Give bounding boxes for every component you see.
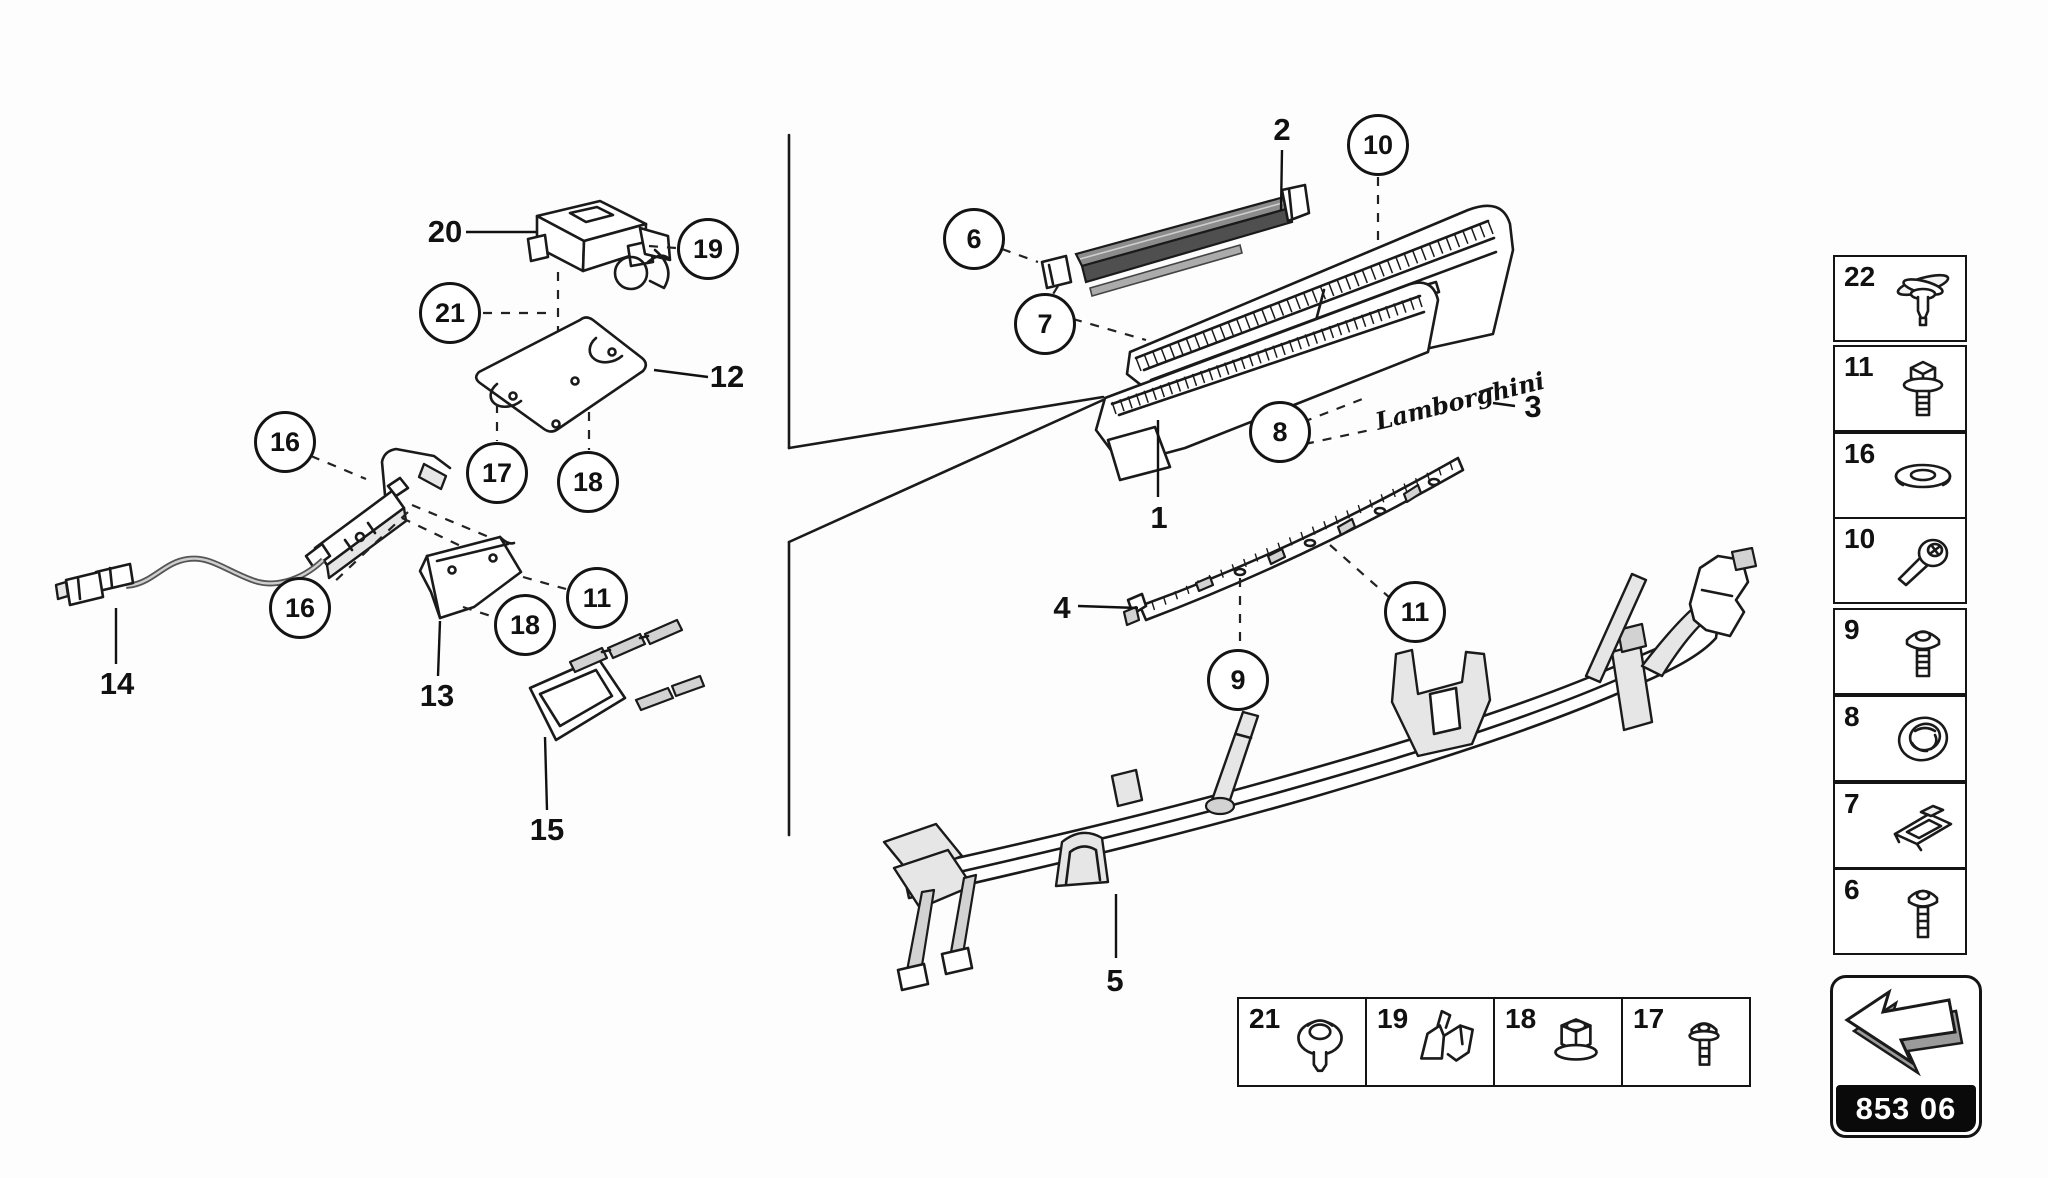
plug-grommet-icon (1297, 1019, 1343, 1073)
fastener-num: 11 (1844, 351, 1874, 382)
callout-9[interactable]: 9 (1207, 649, 1269, 711)
fastener-num: 18 (1505, 1003, 1537, 1034)
back-arrow-3d-icon (1844, 988, 1964, 1077)
fastener-box-17[interactable]: 17 (1623, 999, 1749, 1085)
label-2[interactable]: 2 (1273, 112, 1291, 147)
callout-19[interactable]: 19 (677, 218, 739, 280)
support-rail-part5 (882, 546, 1758, 992)
callout-18b[interactable]: 18 (494, 594, 556, 656)
page-code: 853 06 (1855, 1090, 1957, 1126)
leader-2 (1279, 149, 1284, 212)
fastener-num: 17 (1633, 1003, 1665, 1034)
mounting-plate-part12 (474, 316, 648, 433)
label-13[interactable]: 13 (419, 678, 455, 713)
fastener-num: 8 (1844, 701, 1860, 732)
fastener-num: 6 (1844, 874, 1860, 905)
page-nav-box[interactable]: 853 06 (1830, 975, 1982, 1138)
antenna-module-part20 (526, 199, 655, 273)
label-5[interactable]: 5 (1106, 963, 1124, 998)
fastener-box-16[interactable]: 16 (1833, 432, 1967, 519)
fastener-num: 22 (1844, 261, 1876, 292)
expander-rivet-icon (1896, 273, 1950, 326)
round-head-screw-icon (1907, 889, 1939, 938)
label-12[interactable]: 12 (709, 359, 745, 394)
hex-flange-bolt-icon (1902, 360, 1944, 416)
rear-panel-part10 (1125, 204, 1515, 402)
label-4[interactable]: 4 (1053, 590, 1071, 625)
leader-12 (653, 368, 709, 379)
fastener-num: 21 (1249, 1003, 1281, 1034)
sealing-strip-part2 (1074, 183, 1311, 297)
label-1[interactable]: 1 (1150, 500, 1168, 535)
label-15[interactable]: 15 (529, 812, 565, 847)
dash-11a (1329, 544, 1391, 599)
dash-8b (1304, 427, 1376, 446)
fastener-num: 19 (1377, 1003, 1409, 1034)
callout-16a[interactable]: 16 (254, 411, 316, 473)
clip-plate-icon (1893, 804, 1953, 851)
strip-end-clip (1040, 254, 1073, 290)
callout-11a[interactable]: 11 (1384, 581, 1446, 643)
svg-text:Lamborghini: Lamborghini (1371, 366, 1547, 436)
dash-amp-bracket1 (411, 503, 497, 542)
fastener-box-6[interactable]: 6 (1833, 868, 1967, 955)
dash-7a (1049, 285, 1059, 300)
fastener-box-22[interactable]: 22 (1833, 255, 1967, 342)
callout-7[interactable]: 7 (1014, 293, 1076, 355)
fastener-box-8[interactable]: 8 (1833, 695, 1967, 782)
leader-15 (543, 736, 549, 811)
leader-3 (1492, 401, 1516, 408)
fastener-num: 9 (1844, 614, 1860, 645)
washer-icon (1894, 463, 1952, 488)
fastener-box-10[interactable]: 10 (1833, 517, 1967, 604)
callout-16b[interactable]: 16 (269, 577, 331, 639)
fastener-box-7[interactable]: 7 (1833, 782, 1967, 869)
round-head-screw-icon (1688, 1022, 1720, 1066)
antenna-part15 (528, 618, 706, 742)
callout-6[interactable]: 6 (943, 208, 1005, 270)
shoulder-screw-icon (1897, 538, 1949, 586)
dash-18b (462, 605, 495, 619)
dash-16a (310, 454, 367, 481)
detail-divider (787, 133, 1105, 837)
page-code-band: 853 06 (1836, 1085, 1976, 1132)
callout-10[interactable]: 10 (1347, 114, 1409, 176)
fastener-box-19[interactable]: 19 (1367, 999, 1495, 1085)
amplifier-bracket-part13 (418, 535, 523, 620)
fastener-num: 16 (1844, 438, 1876, 469)
grommet-icon (1897, 716, 1949, 761)
fastener-box-18[interactable]: 18 (1495, 999, 1623, 1085)
fastener-box-11[interactable]: 11 (1833, 345, 1967, 432)
dash-8a (1302, 396, 1366, 424)
callout-17[interactable]: 17 (466, 442, 528, 504)
fastener-num: 10 (1844, 523, 1876, 554)
label-20[interactable]: 20 (427, 214, 463, 249)
fastener-row: 21 19 18 (1237, 997, 1751, 1087)
flange-nut-icon (1554, 1018, 1598, 1061)
dash-amp-bracket2 (401, 517, 466, 549)
lamborghini-script-badge: Lamborghini (1371, 366, 1547, 436)
module-connector-part19 (613, 226, 672, 291)
dash-6 (1001, 247, 1039, 264)
dash-19 (648, 244, 677, 250)
pan-head-screw-icon (1905, 629, 1941, 677)
fastener-box-9[interactable]: 9 (1833, 608, 1967, 695)
dash-7b (1072, 317, 1147, 342)
mounting-strip-part4 (1122, 456, 1465, 627)
label-14[interactable]: 14 (99, 666, 135, 701)
callout-11b[interactable]: 11 (566, 567, 628, 629)
fastener-num: 7 (1844, 788, 1860, 819)
label-3[interactable]: 3 (1524, 389, 1542, 424)
callout-21[interactable]: 21 (419, 282, 481, 344)
leader-4 (1077, 604, 1139, 610)
dash-11b (522, 575, 567, 591)
fastener-box-21[interactable]: 21 (1239, 999, 1367, 1085)
retainer-clip-icon (1419, 1009, 1474, 1062)
callout-18a[interactable]: 18 (557, 451, 619, 513)
leader-13 (436, 620, 442, 677)
finishing-panel-part1 (1094, 281, 1440, 482)
callout-8[interactable]: 8 (1249, 401, 1311, 463)
